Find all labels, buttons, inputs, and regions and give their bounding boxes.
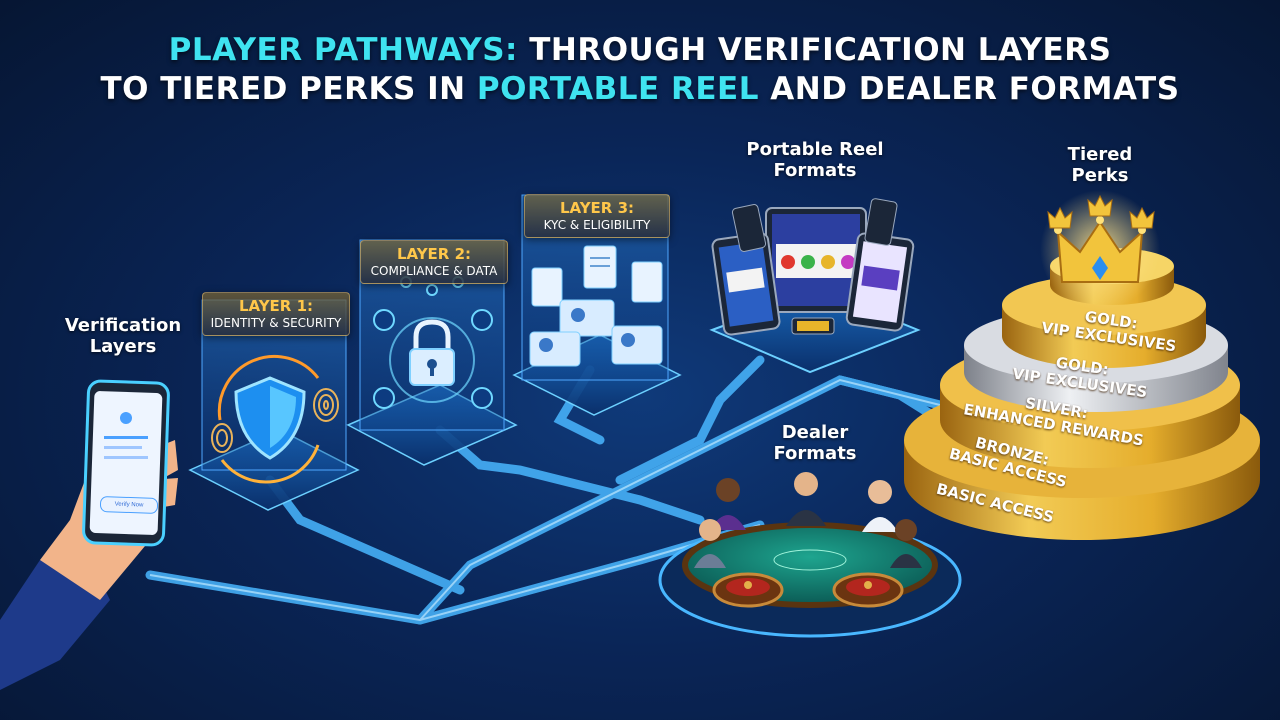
layer-2-description: COMPLIANCE & DATA	[370, 264, 498, 278]
layer-1-description: IDENTITY & SECURITY	[210, 316, 342, 330]
layer-2-number: LAYER 2:	[396, 245, 472, 263]
roulette-wheel-right	[832, 572, 904, 608]
phone-mockup	[82, 379, 170, 547]
document-icons	[531, 245, 663, 307]
verify-now-button[interactable]: Verify Now	[99, 495, 159, 515]
lock-icon	[389, 317, 475, 403]
layer-2-tag: LAYER 2: COMPLIANCE & DATA	[360, 240, 508, 284]
title-start-2: TO TIERED PERKS IN	[100, 71, 466, 107]
layer-3-number: LAYER 3:	[559, 199, 635, 217]
dealers-group	[694, 472, 922, 568]
phone-device-left	[711, 232, 781, 336]
label-dealer-formats: Dealer Formats	[773, 422, 857, 464]
phone-device-right	[845, 232, 915, 332]
dealer-table	[658, 522, 962, 638]
title-highlight-1: PLAYER PATHWAYS:	[168, 32, 518, 68]
label-portable-reel: Portable Reel Formats	[746, 139, 884, 181]
layer-3-description: KYC & ELIGIBILITY	[543, 218, 651, 232]
layer-3-tag: LAYER 3: KYC & ELIGIBILITY	[524, 194, 670, 238]
shield-icon	[217, 354, 320, 484]
mini-crowns	[1047, 194, 1155, 229]
layer-1-tag: LAYER 1: IDENTITY & SECURITY	[202, 292, 350, 336]
small-devices	[731, 198, 898, 335]
tiered-perks-cake	[904, 248, 1260, 540]
id-card-icons	[529, 299, 663, 367]
label-tiered-perks: Tiered Perks	[1067, 144, 1133, 186]
title-end-2: AND DEALER FORMATS	[770, 71, 1180, 107]
title-line-2: TO TIERED PERKS IN PORTABLE REEL AND DEA…	[0, 69, 1280, 109]
label-verification-layers: Verification Layers	[64, 315, 182, 357]
roulette-wheel-left	[712, 572, 784, 608]
title-line-1: PLAYER PATHWAYS: THROUGH VERIFICATION LA…	[0, 30, 1280, 70]
layer-1-number: LAYER 1:	[238, 297, 314, 315]
title-highlight-2: PORTABLE REEL	[476, 71, 759, 107]
title-rest-1: THROUGH VERIFICATION LAYERS	[529, 32, 1112, 68]
fingerprint-icon	[211, 388, 339, 453]
tablet-device	[765, 207, 867, 313]
